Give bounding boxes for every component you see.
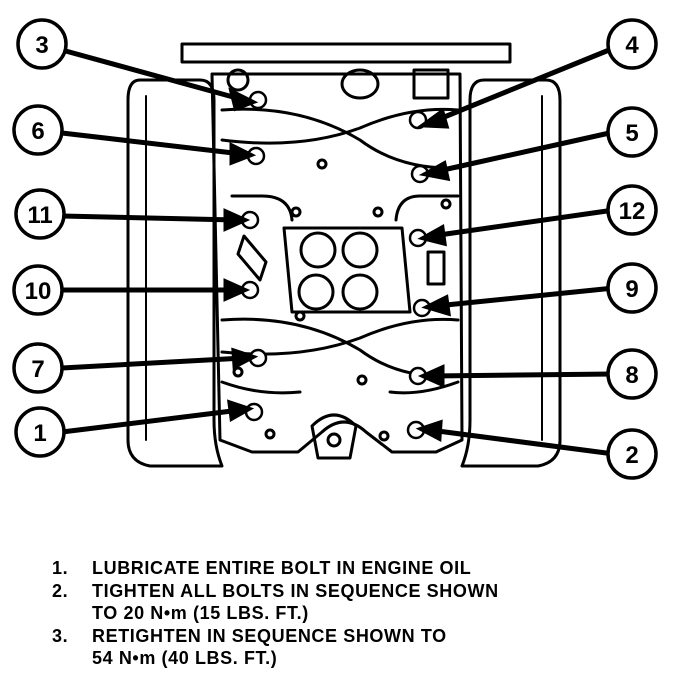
callout-12: 12: [606, 184, 658, 236]
step-text: TIGHTEN ALL BOLTS IN SEQUENCE SHOWN TO 2…: [92, 580, 672, 625]
svg-text:8: 8: [625, 362, 638, 389]
instruction-step: 3. RETIGHTEN IN SEQUENCE SHOWN TO 54 N•m…: [52, 625, 672, 670]
callout-10: 10: [12, 264, 64, 316]
svg-text:1: 1: [33, 420, 46, 447]
left-cylinder-head: [126, 78, 224, 468]
step-number: 2.: [52, 580, 69, 601]
step-line: TIGHTEN ALL BOLTS IN SEQUENCE SHOWN: [92, 580, 499, 601]
step-line: 54 N•m (40 LBS. FT.): [92, 648, 278, 668]
svg-text:7: 7: [31, 356, 44, 383]
callout-6: 6: [12, 104, 64, 156]
svg-text:11: 11: [27, 202, 52, 229]
step-number: 1.: [52, 558, 69, 578]
svg-text:12: 12: [619, 198, 646, 225]
bolt-1: [244, 402, 264, 422]
callout-2: 2: [606, 428, 658, 480]
svg-text:4: 4: [625, 32, 639, 59]
callout-8: 8: [606, 348, 658, 400]
svg-text:6: 6: [31, 118, 44, 145]
svg-text:3: 3: [35, 32, 48, 59]
leader-lines: [59, 45, 617, 457]
step-line: LUBRICATE ENTIRE BOLT IN ENGINE OIL: [92, 558, 472, 578]
svg-text:10: 10: [25, 278, 52, 305]
callout-1: 1: [14, 406, 66, 458]
svg-text:2: 2: [625, 442, 638, 469]
step-text: LUBRICATE ENTIRE BOLT IN ENGINE OIL: [92, 557, 672, 580]
callout-9: 9: [606, 262, 658, 314]
callout-11: 11: [14, 188, 66, 240]
step-line: RETIGHTEN IN SEQUENCE SHOWN TO: [92, 625, 447, 646]
right-cylinder-head: [460, 78, 562, 468]
instruction-step: 2. TIGHTEN ALL BOLTS IN SEQUENCE SHOWN T…: [52, 580, 672, 625]
callout-7: 7: [12, 342, 64, 394]
callout-4: 4: [606, 18, 658, 70]
carb-bore: [297, 273, 335, 311]
svg-text:5: 5: [625, 120, 638, 147]
intake-manifold-diagram: 3 4 6 5 11 12 10 9 7 8 1 2: [12, 18, 658, 480]
callout-5: 5: [606, 106, 658, 158]
carb-bore: [341, 273, 379, 311]
engine-outline: [126, 42, 562, 468]
callouts: 3 4 6 5 11 12 10 9 7 8 1 2: [12, 18, 658, 480]
carb-bore: [299, 231, 337, 269]
instructions-list: 1. LUBRICATE ENTIRE BOLT IN ENGINE OIL 2…: [52, 557, 672, 670]
callout-3: 3: [16, 18, 68, 70]
step-number: 3.: [52, 625, 69, 646]
manifold-body: [210, 72, 464, 454]
carb-bore: [341, 231, 379, 269]
step-line: TO 20 N•m (15 LBS. FT.): [92, 603, 309, 623]
step-text: RETIGHTEN IN SEQUENCE SHOWN TO 54 N•m (4…: [92, 625, 672, 670]
carburetor-pad: [282, 226, 412, 314]
thermostat-housing: [310, 413, 358, 460]
instruction-step: 1. LUBRICATE ENTIRE BOLT IN ENGINE OIL: [52, 557, 672, 580]
svg-text:9: 9: [625, 276, 638, 303]
